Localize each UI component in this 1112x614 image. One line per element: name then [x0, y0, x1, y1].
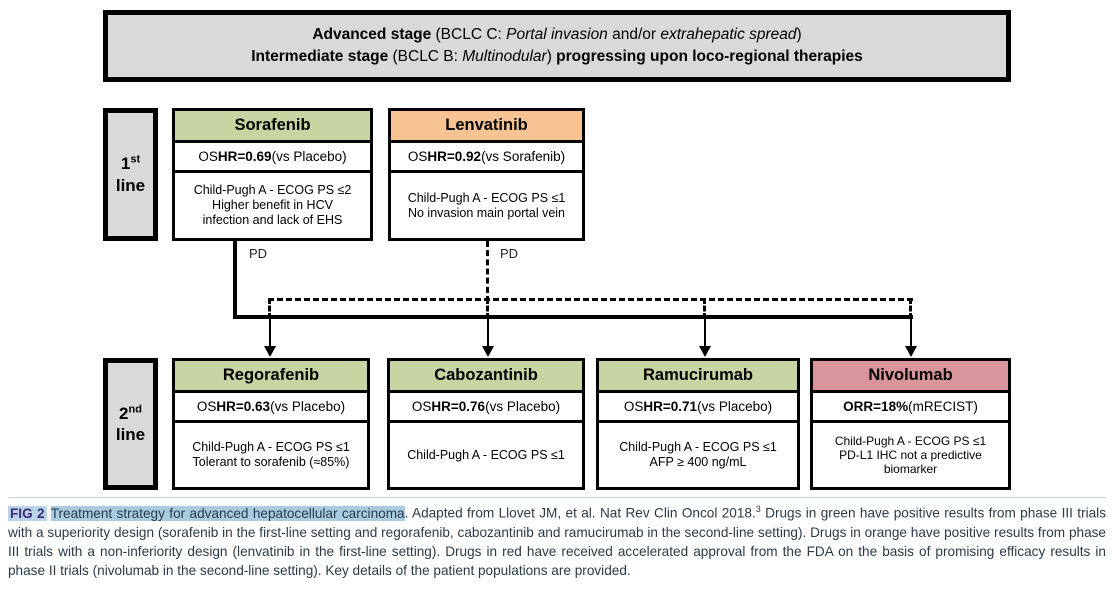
drug-stat-lenvatinib: OS HR=0.92 (vs Sorafenib) — [391, 143, 582, 173]
banner-l1-b: and/or — [607, 25, 661, 43]
portal-invasion-term: Portal invasion — [506, 25, 608, 43]
stat-value-nivolumab: ORR=18% — [843, 398, 909, 414]
drug-name-nivolumab: Nivolumab — [813, 361, 1008, 393]
banner-l1-a: (BCLC C: — [431, 25, 507, 43]
arrow-stem-ramucirumab — [704, 319, 706, 348]
connector-solid-bus — [233, 315, 913, 319]
extrahepatic-spread-term: extrahepatic spread — [660, 25, 797, 43]
stat-suffix-regorafenib: (vs Placebo) — [270, 398, 346, 414]
drug-stat-regorafenib: OS HR=0.63 (vs Placebo) — [175, 393, 367, 423]
second-line-label-text: 2nd line — [116, 403, 145, 446]
drug-detail-sorafenib: Child-Pugh A - ECOG PS ≤2 Higher benefit… — [193, 183, 352, 227]
caption-divider — [8, 497, 1106, 498]
first-line-label-text: 1st line — [116, 153, 145, 196]
stat-suffix-lenvatinib: (vs Sorafenib) — [481, 148, 566, 164]
stat-prefix-cabozantinib: OS — [411, 398, 432, 414]
drug-box-cabozantinib[interactable]: Cabozantinib OS HR=0.76 (vs Placebo) Chi… — [387, 358, 585, 490]
stage-banner: Advanced stage (BCLC C: Portal invasion … — [103, 10, 1011, 82]
drug-box-lenvatinib[interactable]: Lenvatinib OS HR=0.92 (vs Sorafenib) Chi… — [388, 108, 585, 241]
drug-detail-cabozantinib: Child-Pugh A - ECOG PS ≤1 — [407, 447, 565, 462]
banner-line-advanced: Advanced stage (BCLC C: Portal invasion … — [251, 24, 863, 46]
caption-body-2: Drugs in green have positive results fro… — [8, 505, 1107, 579]
drug-detail-ramucirumab: Child-Pugh A - ECOG PS ≤1 AFP ≥ 400 ng/m… — [619, 440, 777, 469]
drug-box-nivolumab[interactable]: Nivolumab ORR=18% (mRECIST) Child-Pugh A… — [810, 358, 1011, 490]
figure-caption: FIG 2 Treatment strategy for advanced he… — [8, 503, 1106, 581]
stat-value-regorafenib: HR=0.63 — [216, 398, 271, 414]
connector-sorafenib-vertical — [233, 241, 237, 319]
first-line-label: 1st line — [103, 108, 158, 241]
caption-reference-marker: 3 — [755, 504, 761, 514]
first-line-word: line — [115, 175, 146, 195]
advanced-stage-label: Advanced stage — [312, 25, 432, 43]
first-line-ordinal: 1 — [120, 154, 131, 174]
stat-prefix-lenvatinib: OS — [407, 148, 428, 164]
connector-dashed-cross-ramucirumab — [703, 298, 706, 319]
drug-name-lenvatinib: Lenvatinib — [391, 111, 582, 143]
drug-detail-regorafenib: Child-Pugh A - ECOG PS ≤1 Tolerant to so… — [192, 440, 350, 469]
second-line-word: line — [115, 425, 146, 444]
stat-suffix-ramucirumab: (vs Placebo) — [697, 398, 773, 414]
figure-title: Treatment strategy for advanced hepatoce… — [50, 505, 405, 521]
figure-number: FIG 2 — [8, 505, 47, 521]
drug-name-cabozantinib: Cabozantinib — [390, 361, 582, 393]
arrow-head-cabozantinib — [482, 346, 494, 357]
second-line-ordinal: 2 — [119, 403, 129, 423]
connector-dashed-elbow-left — [268, 298, 271, 319]
pd-label-sorafenib: PD — [249, 246, 268, 261]
stat-value-sorafenib: HR=0.69 — [217, 148, 272, 164]
banner-l2-a: (BCLC B: — [388, 48, 463, 65]
multinodular-term: Multinodular — [462, 48, 547, 65]
connector-dashed-elbow-right — [909, 298, 912, 319]
stat-prefix-ramucirumab: OS — [623, 398, 644, 414]
drug-box-sorafenib[interactable]: Sorafenib OS HR=0.69 (vs Placebo) Child-… — [172, 108, 373, 241]
connector-dashed-bus — [268, 298, 913, 301]
drug-box-regorafenib[interactable]: Regorafenib OS HR=0.63 (vs Placebo) Chil… — [172, 358, 370, 490]
stage-banner-text: Advanced stage (BCLC C: Portal invasion … — [251, 24, 863, 69]
arrow-head-regorafenib — [264, 346, 276, 357]
drug-name-regorafenib: Regorafenib — [175, 361, 367, 393]
drug-stat-nivolumab: ORR=18% (mRECIST) — [813, 393, 1008, 423]
drug-stat-sorafenib: OS HR=0.69 (vs Placebo) — [175, 143, 370, 173]
intermediate-stage-label: Intermediate stage — [251, 48, 389, 65]
progressing-therapies-label: progressing upon loco-regional therapies — [556, 48, 863, 65]
first-line-sup: st — [130, 153, 141, 166]
pd-label-lenvatinib: PD — [500, 246, 519, 261]
arrow-head-nivolumab — [905, 346, 917, 357]
arrow-stem-regorafenib — [269, 319, 271, 348]
stat-prefix-sorafenib: OS — [198, 148, 218, 164]
stat-suffix-sorafenib: (vs Placebo) — [271, 148, 347, 164]
stat-suffix-nivolumab: (mRECIST) — [908, 398, 978, 414]
arrow-head-ramucirumab — [699, 346, 711, 357]
arrow-stem-cabozantinib — [487, 319, 489, 348]
drug-name-ramucirumab: Ramucirumab — [599, 361, 797, 393]
arrow-stem-nivolumab — [910, 319, 912, 348]
drug-detail-nivolumab: Child-Pugh A - ECOG PS ≤1 PD-L1 IHC not … — [834, 433, 987, 477]
stat-suffix-cabozantinib: (vs Placebo) — [485, 398, 561, 414]
caption-body-1: . Adapted from Llovet JM, et al. Nat Rev… — [404, 505, 756, 521]
drug-detail-lenvatinib: Child-Pugh A - ECOG PS ≤1 No invasion ma… — [407, 190, 566, 220]
connector-dashed-cross-cabozantinib — [486, 298, 489, 319]
connector-lenvatinib-vertical-dashed — [486, 241, 489, 302]
stat-value-cabozantinib: HR=0.76 — [431, 398, 486, 414]
drug-box-ramucirumab[interactable]: Ramucirumab OS HR=0.71 (vs Placebo) Chil… — [596, 358, 800, 490]
banner-line-intermediate: Intermediate stage (BCLC B: Multinodular… — [251, 46, 863, 68]
stat-value-ramucirumab: HR=0.71 — [643, 398, 698, 414]
banner-l2-b: ) — [546, 48, 557, 65]
banner-l1-c: ) — [796, 25, 802, 43]
second-line-sup: nd — [128, 403, 142, 416]
drug-name-sorafenib: Sorafenib — [175, 111, 370, 143]
stat-value-lenvatinib: HR=0.92 — [427, 148, 482, 164]
stat-prefix-regorafenib: OS — [196, 398, 217, 414]
drug-stat-cabozantinib: OS HR=0.76 (vs Placebo) — [390, 393, 582, 423]
drug-stat-ramucirumab: OS HR=0.71 (vs Placebo) — [599, 393, 797, 423]
second-line-label: 2nd line — [103, 358, 158, 490]
